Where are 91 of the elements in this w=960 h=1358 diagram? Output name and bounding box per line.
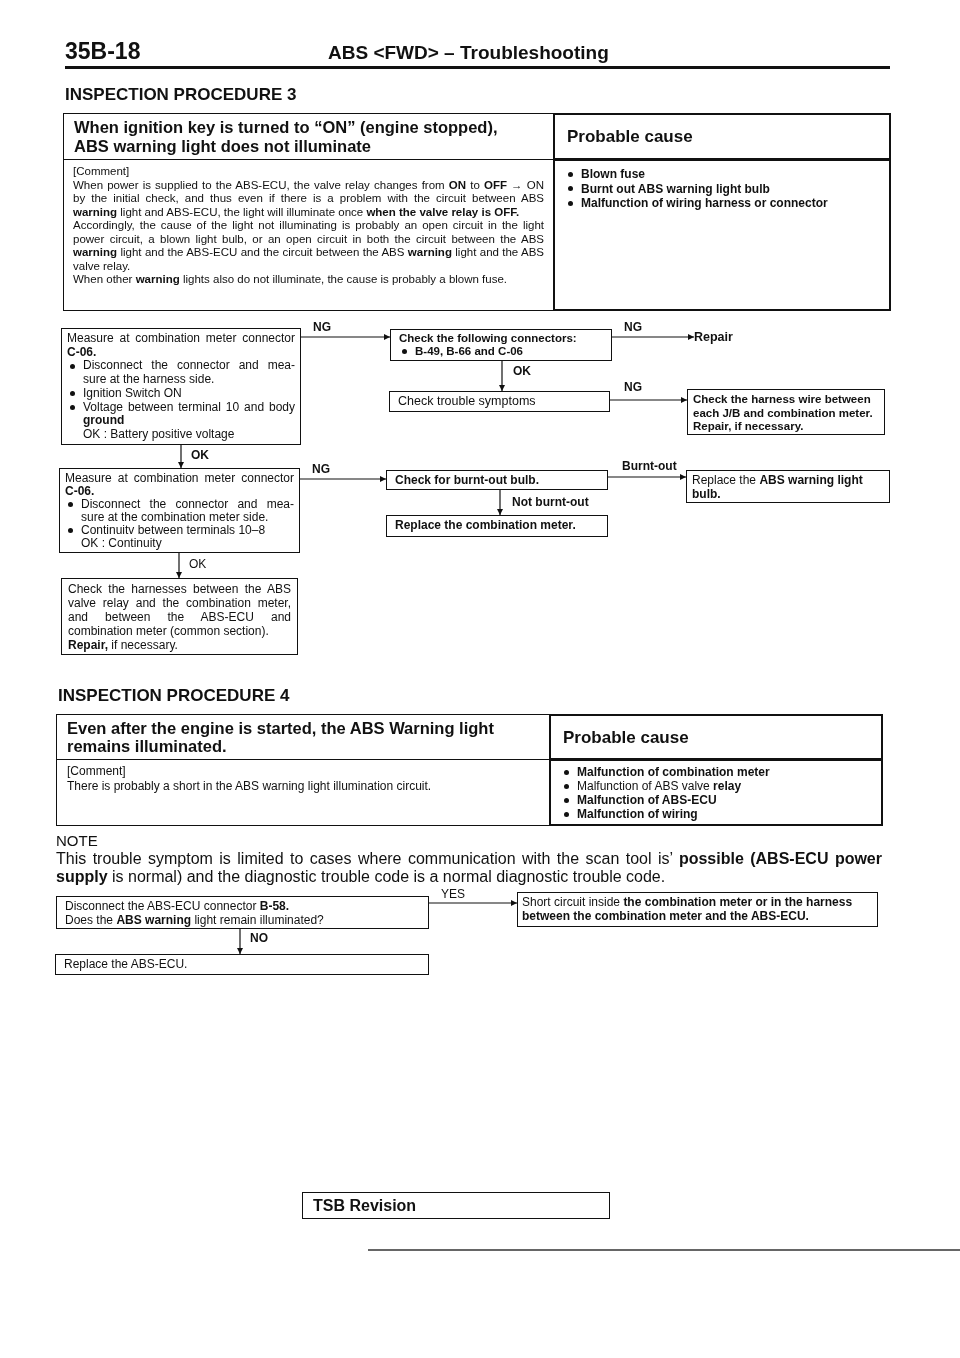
action-box bbox=[55, 954, 429, 975]
comment-text: Accordingly, the cause of the light not illuminating is probably an open circuit in the light power circuit, a blown light bulb, or an open circuit in both the circuit between the ABS warning light and the ABS-ECU and the circuit between the ABS warning light and the ABS valve relay. bbox=[73, 219, 544, 273]
result-box bbox=[517, 892, 878, 927]
cause-list-panel bbox=[549, 759, 883, 826]
action-text: Replace the ABS warning light bulb. bbox=[692, 473, 864, 501]
comment-panel bbox=[63, 159, 554, 311]
comment-text: [Comment] bbox=[67, 764, 127, 779]
cause-item: Blown fuse bbox=[581, 167, 646, 182]
revision-label: TSB Revision bbox=[313, 1196, 418, 1215]
arrow bbox=[176, 552, 182, 579]
cause-item: Malfunction of wiring bbox=[577, 807, 699, 821]
action-text: Repair, if necessary. bbox=[693, 420, 805, 434]
step-text: OK : Battery positive voltage bbox=[83, 427, 236, 442]
symptom-panel bbox=[63, 113, 554, 160]
edge-label: NG bbox=[312, 320, 332, 334]
edge-label: OK bbox=[190, 448, 210, 462]
comment-text: [Comment] bbox=[73, 165, 131, 179]
section-heading: INSPECTION PROCEDURE 3 bbox=[65, 85, 297, 105]
edge-label: OK bbox=[188, 557, 208, 571]
comment-panel bbox=[56, 759, 550, 826]
step-text: Ignition Switch ON bbox=[83, 386, 183, 401]
step-text: Check for burnt-out bulb. bbox=[395, 473, 540, 487]
step-text: Voltage between terminal 10 and body ground bbox=[83, 400, 295, 428]
result-text: Short circuit inside the combination meter or in the harness between the combination meter and the ABS-ECU. bbox=[522, 896, 854, 923]
arrow bbox=[299, 476, 387, 482]
arrow bbox=[499, 360, 505, 392]
comment-text: When other warning lights also do not illuminate, the cause is probably a blown fuse. bbox=[73, 273, 509, 287]
edge-label: NG bbox=[623, 380, 643, 394]
comment-text: When power is supplied to the ABS-ECU, the valve relay changes from ON to OFF → ON by the initial check, and thus even if there is a problem with the circuit between ABS warning light and ABS-ECU, the light will illuminate once when the valve relay is OFF. bbox=[73, 178, 544, 219]
action-box bbox=[386, 515, 608, 537]
step-text: Disconnect the connector and mea- sure at the harness side. bbox=[83, 359, 295, 387]
cause-list-panel bbox=[553, 159, 891, 311]
check-step-box bbox=[390, 329, 612, 361]
cause-item: Malfunction of ABS valve relay bbox=[577, 779, 743, 793]
action-text: Repair bbox=[694, 330, 733, 344]
arrow bbox=[178, 444, 184, 469]
page-number: 35B-18 bbox=[65, 38, 141, 65]
cause-heading: Probable cause bbox=[563, 728, 690, 748]
symptom-panel bbox=[56, 714, 550, 760]
arrow bbox=[611, 334, 695, 340]
edge-label: NG bbox=[311, 462, 331, 476]
arrow bbox=[607, 474, 687, 480]
step-text: Disconnect the ABS-ECU connector B-58. bbox=[65, 899, 291, 913]
cause-item: Malfunction of combination meter bbox=[577, 765, 771, 779]
edge-label: Not burnt-out bbox=[511, 495, 590, 509]
action-text: Check the harness wire between each J/B and combination meter. bbox=[693, 393, 874, 420]
action-text: Replace the combination meter. bbox=[395, 518, 577, 533]
page-title: ABS <FWD> – Troubleshooting bbox=[328, 42, 609, 64]
symptom-heading: Even after the engine is started, the ABS Warning light remains illuminated. bbox=[67, 719, 495, 755]
check-step-box bbox=[61, 328, 301, 445]
action-box bbox=[687, 389, 885, 435]
note-heading: NOTE bbox=[56, 832, 98, 849]
cause-item: Malfunction of wiring harness or connector bbox=[581, 196, 829, 211]
step-text: Disconnect the connector and mea- sure at the combination meter side. bbox=[81, 498, 294, 524]
note-text: This trouble symptom is limited to cases where communication with the scan tool is’ possible (ABS-ECU power supply is normal) and the diagnostic trouble code is a normal diagnostic trouble code. bbox=[56, 850, 882, 885]
edge-label: NO bbox=[249, 931, 269, 945]
step-text: B-49, B-66 and C-06 bbox=[415, 345, 524, 358]
cause-item: Malfunction of ABS-ECU bbox=[577, 793, 718, 807]
arrow bbox=[300, 334, 391, 340]
edge-label: YES bbox=[440, 887, 466, 901]
arrow bbox=[609, 397, 688, 403]
symptom-heading: When ignition key is turned to “ON” (engine stopped), ABS warning light does not illuminate bbox=[74, 118, 499, 156]
action-box bbox=[61, 578, 298, 655]
arrow bbox=[237, 928, 243, 955]
check-step-box bbox=[389, 391, 610, 412]
edge-label: Burnt-out bbox=[621, 459, 678, 473]
edge-label: NG bbox=[623, 320, 643, 334]
action-text: Repair, if necessary. bbox=[68, 638, 179, 652]
action-text: Replace the ABS-ECU. bbox=[64, 957, 189, 972]
check-step-box bbox=[59, 468, 300, 553]
check-step-box bbox=[386, 470, 608, 490]
cause-item: Burnt out ABS warning light bulb bbox=[581, 181, 771, 196]
step-text: Continuitv between terminals 10–8 bbox=[81, 524, 267, 537]
cause-heading: Probable cause bbox=[567, 127, 694, 147]
step-text: Measure at combination meter connector C-06. bbox=[67, 332, 295, 360]
step-text: Measure at combination meter connector C-06. bbox=[65, 472, 294, 498]
action-text: Check the harnesses between the ABS valve relay and the combination meter, and between the ABS-ECU and combination meter (common section). bbox=[68, 582, 291, 638]
cause-panel bbox=[553, 113, 891, 160]
step-text: Does the ABS warning light remain illuminated? bbox=[65, 913, 325, 927]
arrow bbox=[497, 489, 503, 516]
cause-panel bbox=[549, 714, 883, 760]
edge-label: OK bbox=[512, 364, 532, 378]
revision-box bbox=[302, 1192, 610, 1219]
step-text: Check the following connectors: bbox=[399, 332, 578, 345]
comment-text: There is probably a short in the ABS warning light illumination circuit. bbox=[67, 778, 433, 793]
section-heading: INSPECTION PROCEDURE 4 bbox=[58, 686, 290, 706]
step-text: OK : Continuity bbox=[81, 537, 163, 550]
step-text: Check trouble symptoms bbox=[398, 394, 537, 409]
check-step-box bbox=[56, 896, 429, 929]
arrow bbox=[428, 900, 518, 906]
action-box bbox=[686, 470, 890, 503]
